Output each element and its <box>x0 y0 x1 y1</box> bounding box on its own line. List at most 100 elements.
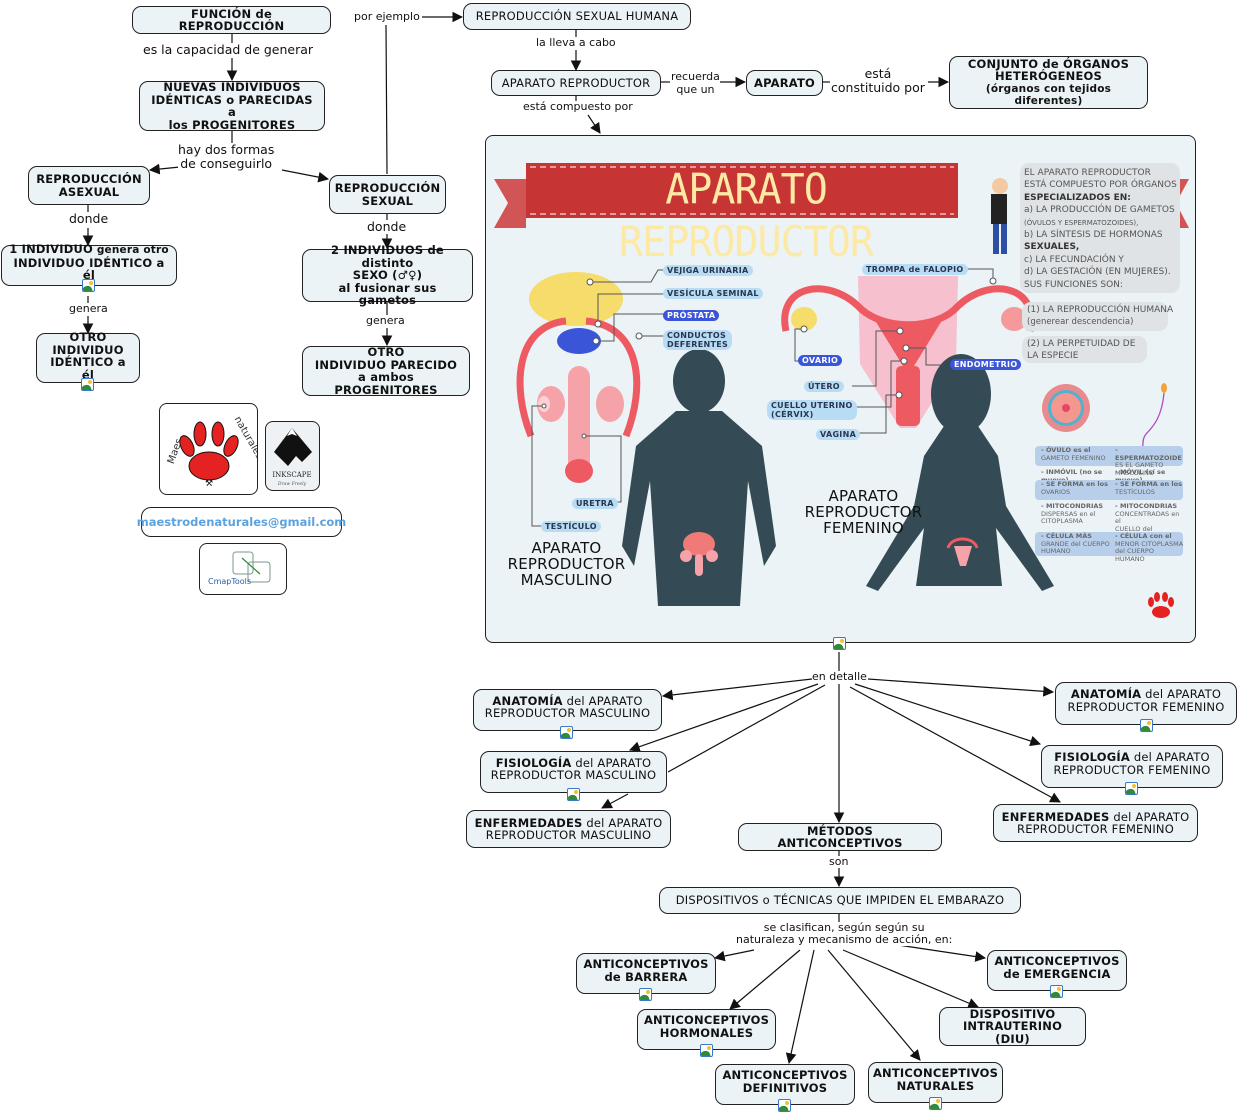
concept-anticonceptivos-emergencia[interactable]: ANTICONCEPTIVOS de EMERGENCIA <box>987 950 1127 991</box>
label-line: (CÉRVIX) <box>771 410 814 419</box>
male-silhouette-organs <box>680 532 718 576</box>
female-silhouette-organs <box>946 537 979 566</box>
cmaptools-logo[interactable]: CmapTools <box>199 543 287 595</box>
image-resource-icon[interactable] <box>560 726 573 739</box>
comparison-line: GRANDE del CUERPO <box>1041 539 1110 548</box>
concept-text: INDIVIDUO <box>52 342 124 357</box>
image-resource-icon[interactable] <box>700 1044 713 1057</box>
concept-funcion-reproduccion[interactable]: FUNCIÓN de REPRODUCCIÓN <box>132 6 331 34</box>
image-resource-icon[interactable] <box>567 788 580 801</box>
concept-fisiologia-masculino[interactable]: FISIOLOGÍA del APARATO REPRODUCTOR MASCU… <box>480 751 667 793</box>
link-son: son <box>829 855 849 868</box>
female-title: APARATO REPRODUCTOR FEMENINO <box>801 488 926 536</box>
male-title: APARATO REPRODUCTOR MASCULINO <box>504 540 629 588</box>
info-line: d) LA GESTACIÓN (EN MUJERES). <box>1024 267 1171 278</box>
concept-fisiologia-femenino[interactable]: FISIOLOGÍA del APARATO REPRODUCTOR FEMEN… <box>1041 745 1223 788</box>
concept-text: NATURALES <box>896 1078 975 1093</box>
cmaptools-icon: CmapTools <box>208 551 271 586</box>
concept-text: FISIOLOGÍA del APARATO <box>496 755 652 770</box>
title-banner <box>494 163 1189 228</box>
concept-text: CONJUNTO de ÓRGANOS <box>967 56 1130 71</box>
concept-text: DEFINITIVOS <box>742 1080 828 1095</box>
concept-anatomia-masculino[interactable]: ANATOMÍA del APARATO REPRODUCTOR MASCULI… <box>473 689 662 731</box>
concept-text: IDÉNTICAS o PARECIDAS a <box>151 92 313 119</box>
comparison-line: - SE FORMA en los <box>1115 480 1182 488</box>
image-resource-icon[interactable] <box>81 378 94 391</box>
image-resource-icon[interactable] <box>929 1097 942 1110</box>
concept-anatomia-femenino[interactable]: ANATOMÍA del APARATO REPRODUCTOR FEMENIN… <box>1055 682 1237 725</box>
concept-text: REPRODUCCIÓN SEXUAL HUMANA <box>475 9 679 24</box>
concept-text: de EMERGENCIA <box>1003 966 1111 981</box>
label-line: CUELLO UTERINO <box>771 401 853 410</box>
concept-aparato-reproductor[interactable]: APARATO REPRODUCTOR <box>491 70 661 96</box>
concept-text: REPRODUCTOR MASCULINO <box>485 828 652 842</box>
info-line: SEXUALES, <box>1024 242 1080 253</box>
link-en-detalle: en detalle <box>812 670 867 683</box>
image-resource-icon[interactable] <box>1050 985 1063 998</box>
link-genera-asexual: genera <box>69 302 108 315</box>
info-function-1: (1) LA REPRODUCCIÓN HUMANA (generear des… <box>1027 304 1173 328</box>
info-line: SUS FUNCIONES SON: <box>1024 279 1123 290</box>
concept-dispositivo-intrauterino[interactable]: DISPOSITIVO INTRAUTERINO (DIU) <box>939 1007 1086 1046</box>
concept-dispositivos-tecnicas[interactable]: DISPOSITIVOS o TÉCNICAS QUE IMPIDEN EL E… <box>659 887 1021 914</box>
label-endometrio: ENDOMETRIO <box>950 359 1022 370</box>
label-line: CONDUCTOS <box>667 331 727 340</box>
image-resource-icon[interactable] <box>82 279 95 292</box>
link-la-lleva: la lleva a cabo <box>536 36 616 49</box>
concept-text-rest: del APARATO <box>571 755 652 770</box>
image-resource-icon[interactable] <box>1140 719 1153 732</box>
concept-text: INTRAUTERINO (DIU) <box>962 1019 1063 1046</box>
concept-anticonceptivos-hormonales[interactable]: ANTICONCEPTIVOS HORMONALES <box>637 1009 776 1050</box>
info-line: b) LA SÍNTESIS DE HORMONAS <box>1024 230 1163 241</box>
concept-text: ANTICONCEPTIVOS <box>643 1013 770 1027</box>
info-line: ESTÁ COMPUESTO POR ÓRGANOS <box>1024 180 1177 191</box>
concept-anticonceptivos-naturales[interactable]: ANTICONCEPTIVOS NATURALES <box>868 1062 1003 1103</box>
label-prostata: PRÓSTATA <box>663 310 720 321</box>
concept-enfermedades-masculino[interactable]: ENFERMEDADES del APARATO REPRODUCTOR MAS… <box>466 810 671 848</box>
concept-nuevos-individuos[interactable]: NUEVAS INDIVIDUOS IDÉNTICAS o PARECIDAS … <box>139 81 325 131</box>
concept-text-rest: del APARATO <box>1130 750 1210 764</box>
email-link[interactable]: maestrodenaturales@gmail.com <box>137 507 346 537</box>
concept-conjunto-organos[interactable]: CONJUNTO de ÓRGANOS HETERÓGENEOS (órgano… <box>949 56 1148 109</box>
info-line: (ÓVULOS Y ESPERMATOZOIDES), <box>1024 218 1139 227</box>
link-line: que un <box>676 83 715 96</box>
concept-reproduccion-sexual[interactable]: REPRODUCCIÓN SEXUAL <box>329 175 446 214</box>
link-donde-sexual: donde <box>367 219 407 234</box>
inkscape-logo[interactable]: INKSCAPE Draw Freely <box>265 421 320 491</box>
info-line: (1) LA REPRODUCCIÓN HUMANA <box>1027 305 1174 315</box>
concept-text-rest: genera otro <box>92 244 169 257</box>
concept-otro-identico[interactable]: OTRO INDIVIDUO IDÉNTICO a él <box>36 331 140 383</box>
comparison-line: CONCENTRADAS en el <box>1115 509 1180 525</box>
concept-anticonceptivos-definitivos[interactable]: ANTICONCEPTIVOS DEFINITIVOS <box>715 1064 855 1105</box>
concept-reproduccion-asexual[interactable]: REPRODUCCIÓN ASEXUAL <box>28 166 150 205</box>
title-line: REPRODUCTOR <box>507 555 626 573</box>
paw-logo-icon: Maes naturales ⚒ <box>166 415 265 489</box>
concept-dos-individuos[interactable]: 2 INDIVIDUOS de distinto SEXO (♂♀) al fu… <box>302 244 473 307</box>
small-paw-logo-icon <box>1148 592 1174 618</box>
info-text-organs: EL APARATO REPRODUCTOR ESTÁ COMPUESTO PO… <box>1024 167 1177 291</box>
link-line: hay dos formas <box>178 142 275 157</box>
concept-metodos-anticonceptivos[interactable]: MÉTODOS ANTICONCEPTIVOS <box>738 823 942 851</box>
image-resource-icon[interactable] <box>1125 782 1138 795</box>
link-esta-constituido: está constituido por <box>831 67 925 95</box>
image-resource-icon[interactable] <box>833 637 846 650</box>
link-por-ejemplo: por ejemplo <box>354 10 420 23</box>
concept-enfermedades-femenino[interactable]: ENFERMEDADES del APARATO REPRODUCTOR FEM… <box>993 804 1198 842</box>
image-resource-icon[interactable] <box>639 988 652 1001</box>
link-esta-compuesto: está compuesto por <box>523 100 633 113</box>
image-resource-icon[interactable] <box>778 1099 791 1112</box>
concept-reproduccion-sexual-humana[interactable]: REPRODUCCIÓN SEXUAL HUMANA <box>463 3 691 30</box>
inkscape-icon: INKSCAPE Draw Freely <box>272 428 312 487</box>
maestro-naturales-logo[interactable]: Maes naturales ⚒ <box>159 403 265 495</box>
concept-aparato[interactable]: APARATO <box>746 70 823 96</box>
comparison-line: OVARIOS <box>1041 487 1071 496</box>
ovum-illustration <box>1042 384 1090 432</box>
concept-text: APARATO REPRODUCTOR <box>501 75 651 90</box>
concept-text-rest: del APARATO <box>1109 809 1190 824</box>
concept-otro-parecido[interactable]: OTRO INDIVIDUO PARECIDO a ambos PROGENIT… <box>302 346 470 396</box>
concept-text: SEXUAL <box>361 193 414 208</box>
